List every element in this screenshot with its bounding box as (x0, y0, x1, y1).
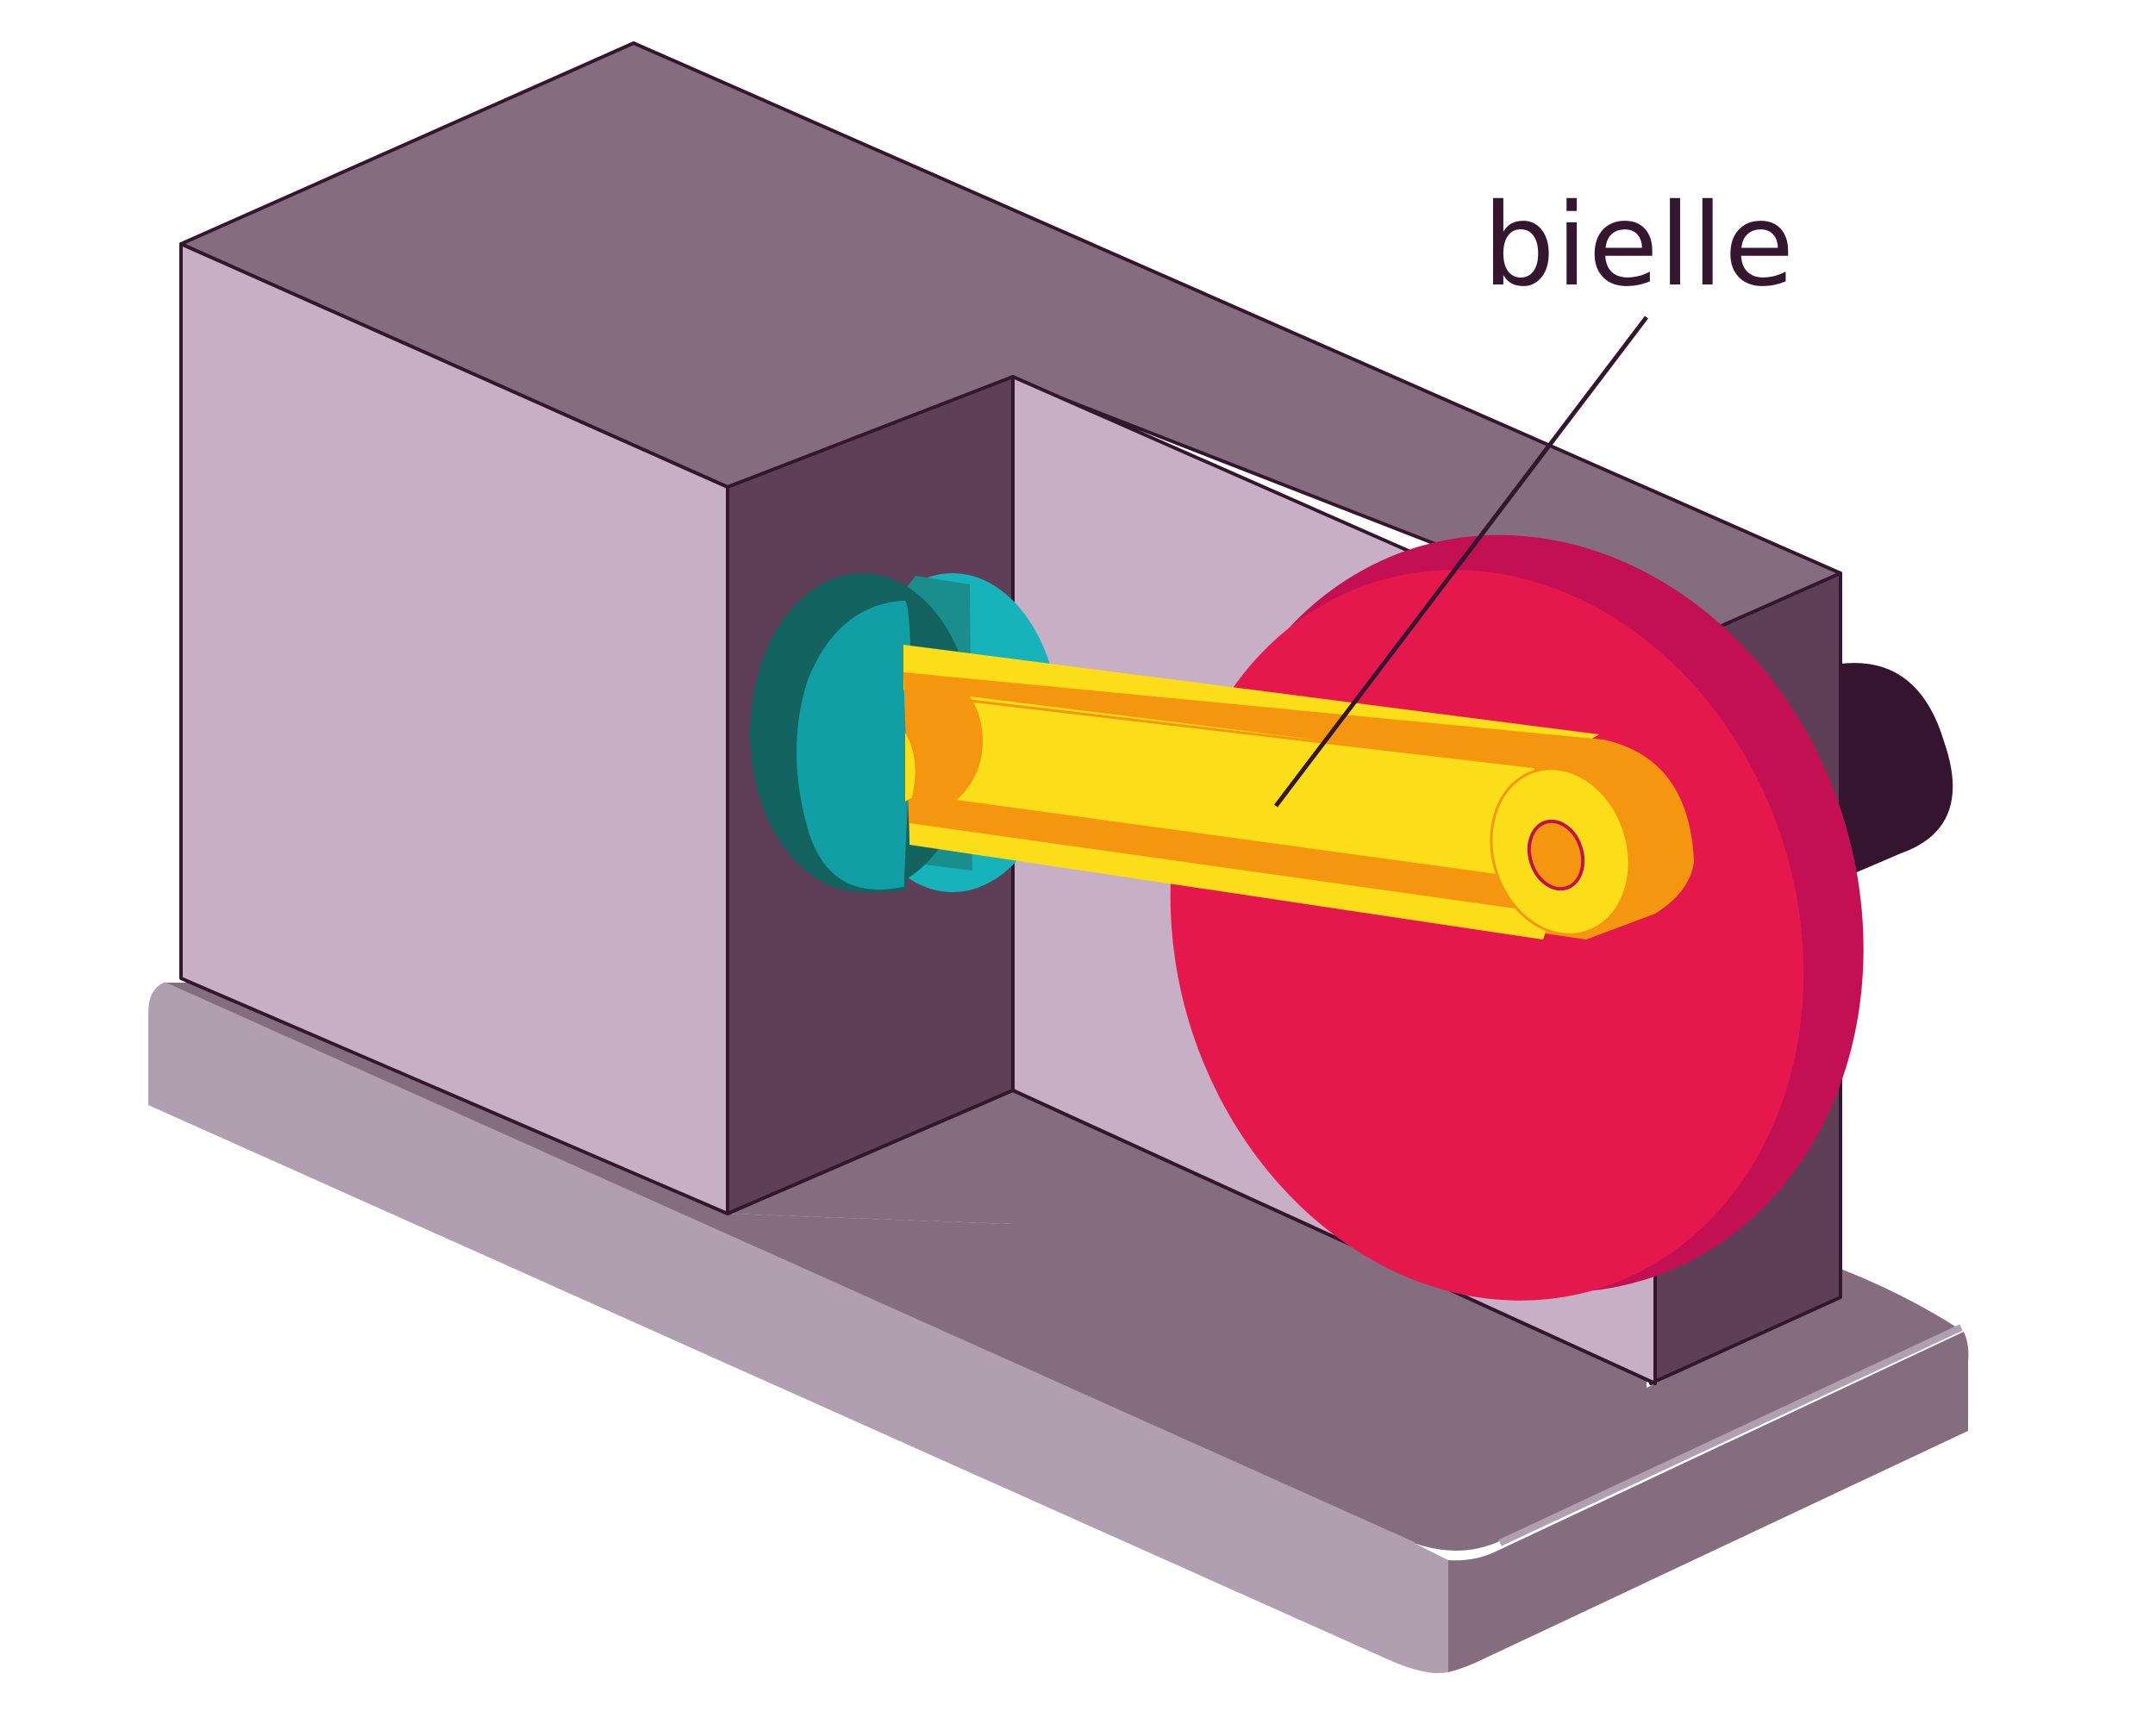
rod-channel-line (947, 696, 1537, 769)
callout-leader-line (1274, 315, 1648, 808)
base-plate-front-right (1448, 1332, 1969, 1672)
base-plate-edge-right (1498, 1324, 1963, 1546)
rod-left-lip (905, 733, 916, 802)
rod-bottom-edge (909, 823, 1552, 940)
axle-stub (1840, 663, 1953, 879)
axle (1840, 663, 1953, 879)
rod-channel (957, 696, 1534, 879)
base-plate-edge-left (162, 982, 1415, 1547)
callout-label-bielle: bielle (1483, 179, 1795, 312)
base-plate-front-left (148, 983, 1448, 1674)
connecting-rod (903, 645, 1694, 940)
housing-slot-floor (728, 1090, 1655, 1383)
crank-pin-hole (1527, 819, 1585, 891)
